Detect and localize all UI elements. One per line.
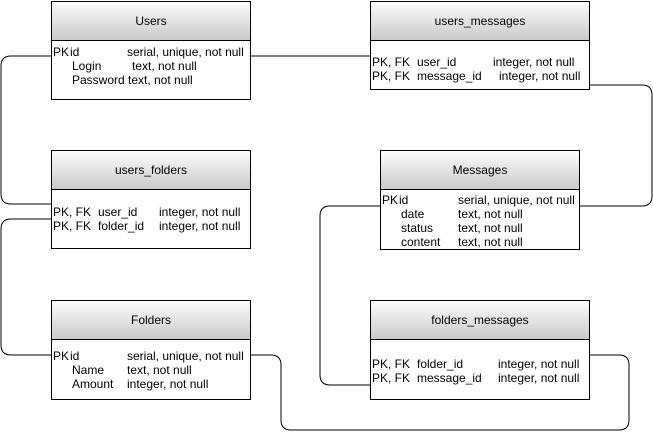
- field-type: text, not null: [458, 235, 523, 249]
- field-key: PK, FK: [53, 219, 92, 233]
- field-type: serial, unique, not null: [127, 45, 244, 59]
- table-fields: PK id serial, unique, not null Login tex…: [52, 41, 250, 87]
- field-row: PK, FK message_id integer, not null: [371, 69, 589, 83]
- field-key: PK, FK: [372, 55, 411, 69]
- field-name: content: [401, 235, 441, 249]
- field-key: PK, FK: [372, 69, 411, 83]
- table-fields: PK, FK user_id integer, not null PK, FK …: [52, 190, 250, 233]
- field-name: id: [399, 193, 409, 207]
- field-name: message_id: [417, 69, 482, 83]
- field-type: text, not null: [458, 221, 523, 235]
- field-key: PK, FK: [53, 205, 92, 219]
- field-name: user_id: [98, 205, 138, 219]
- field-key: PK: [53, 349, 70, 363]
- field-name: date: [401, 207, 425, 221]
- field-key: PK, FK: [372, 357, 411, 371]
- field-name: id: [70, 349, 80, 363]
- field-name: user_id: [417, 55, 457, 69]
- field-key: PK: [382, 193, 399, 207]
- connector-messages-to-folders-messages: [319, 205, 380, 386]
- field-type: text, not null: [458, 207, 523, 221]
- field-type: text, not null: [132, 59, 197, 73]
- table-title: Messages: [381, 151, 579, 190]
- connector-users-folders-to-folders: [0, 218, 51, 356]
- field-row: PK id serial, unique, not null: [381, 193, 579, 207]
- field-row: status text, not null: [381, 221, 579, 235]
- field-type: integer, not null: [159, 219, 241, 233]
- table-folders-messages[interactable]: folders_messages PK, FK folder_id intege…: [370, 300, 590, 400]
- field-row: PK, FK user_id integer, not null: [371, 55, 589, 69]
- table-folders[interactable]: Folders PK id serial, unique, not null N…: [51, 300, 251, 400]
- connector-users-to-users-folders: [0, 55, 51, 205]
- field-name: status: [401, 221, 434, 235]
- table-fields: PK, FK user_id integer, not null PK, FK …: [371, 41, 589, 83]
- field-row: PK id serial, unique, not null: [52, 349, 250, 363]
- field-type: text, not null: [127, 363, 192, 377]
- field-type: text, not null: [128, 73, 193, 87]
- table-users[interactable]: Users PK id serial, unique, not null Log…: [51, 1, 251, 100]
- table-fields: PK, FK folder_id integer, not null PK, F…: [371, 340, 589, 385]
- field-name: Amount: [72, 377, 114, 391]
- table-title: folders_messages: [371, 301, 589, 340]
- field-row: PK, FK folder_id integer, not null: [371, 357, 589, 371]
- field-row: Password text, not null: [52, 73, 250, 87]
- field-row: Login text, not null: [52, 59, 250, 73]
- connector-users-messages-to-messages: [580, 84, 653, 207]
- table-users-folders[interactable]: users_folders PK, FK user_id integer, no…: [51, 150, 251, 249]
- field-type: integer, not null: [498, 357, 580, 371]
- field-key: PK, FK: [372, 371, 411, 385]
- field-row: content text, not null: [381, 235, 579, 249]
- field-row: Name text, not null: [52, 363, 250, 377]
- table-users-messages[interactable]: users_messages PK, FK user_id integer, n…: [370, 1, 590, 90]
- table-title: users_messages: [371, 2, 589, 41]
- table-title: Users: [52, 2, 250, 41]
- field-type: serial, unique, not null: [458, 193, 575, 207]
- field-name: Password: [72, 73, 125, 87]
- field-row: PK, FK message_id integer, not null: [371, 371, 589, 385]
- field-name: id: [70, 45, 80, 59]
- connector-folders-to-folders-messages: [251, 354, 630, 431]
- field-row: date text, not null: [381, 207, 579, 221]
- field-name: folder_id: [417, 357, 464, 371]
- field-name: folder_id: [98, 219, 145, 233]
- field-name: Name: [72, 363, 105, 377]
- table-title: users_folders: [52, 151, 250, 190]
- table-fields: PK id serial, unique, not null Name text…: [52, 340, 250, 391]
- table-title: Folders: [52, 301, 250, 340]
- field-key: PK: [53, 45, 70, 59]
- field-type: integer, not null: [499, 69, 581, 83]
- table-messages[interactable]: Messages PK id serial, unique, not null …: [380, 150, 580, 250]
- field-name: Login: [72, 59, 102, 73]
- field-type: integer, not null: [159, 205, 241, 219]
- field-row: PK, FK folder_id integer, not null: [52, 219, 250, 233]
- field-type: integer, not null: [127, 377, 209, 391]
- field-row: Amount integer, not null: [52, 377, 250, 391]
- field-row: PK id serial, unique, not null: [52, 45, 250, 59]
- field-row: PK, FK user_id integer, not null: [52, 205, 250, 219]
- field-name: message_id: [417, 371, 482, 385]
- field-type: serial, unique, not null: [127, 349, 244, 363]
- table-fields: PK id serial, unique, not null date text…: [381, 190, 579, 249]
- field-type: integer, not null: [498, 371, 580, 385]
- field-type: integer, not null: [493, 55, 575, 69]
